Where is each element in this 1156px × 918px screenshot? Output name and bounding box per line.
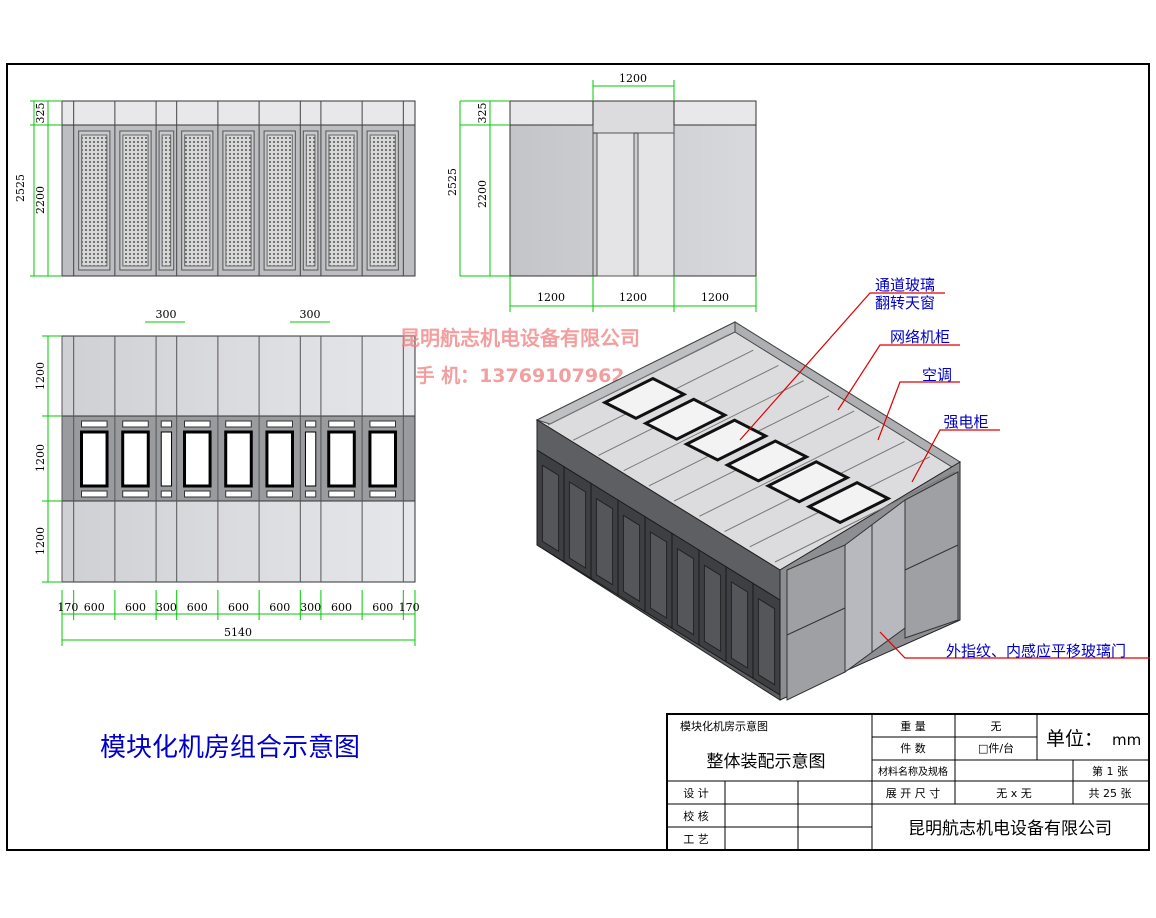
top-left-dim-1: 1200 [34, 362, 47, 390]
tb-check-label: 校 核 [683, 809, 709, 823]
isometric-view [535, 321, 961, 701]
top-bottom-dim: 600 [228, 601, 249, 614]
top-view: 1200 1200 1200 300 300 170 600 600 300 600 60… [34, 308, 420, 646]
top-total-width: 5140 [224, 626, 252, 639]
tb-qty-label: 件 数 [900, 742, 926, 755]
tb-unit-value: mm [1112, 731, 1141, 749]
front-dim-2525: 2525 [14, 174, 27, 202]
side-view: 325 2200 2525 1200 1200 1200 1200 [446, 72, 757, 312]
top-bottom-dim: 600 [125, 601, 146, 614]
tb-drawing-name: 整体装配示意图 [707, 752, 826, 772]
top-dim-300-a: 300 [156, 308, 177, 321]
annotation-skylight-line1: 通道玻璃 [875, 276, 935, 294]
tb-design-label: 设 计 [683, 787, 709, 800]
top-bottom-dim: 300 [300, 601, 321, 614]
tb-qty-value: □件/台 [978, 741, 1014, 755]
side-bottom-dim-2: 1200 [619, 291, 647, 304]
top-bottom-dim: 600 [372, 601, 393, 614]
side-bottom-dim-1: 1200 [537, 291, 565, 304]
title-block [666, 713, 1150, 851]
front-dim-325: 325 [34, 103, 47, 124]
top-dim-300-b: 300 [300, 308, 321, 321]
top-left-dim-3: 1200 [34, 527, 47, 555]
annotation-power-cabinet: 强电柜 [943, 413, 988, 431]
tb-unit-label: 单位： [1046, 728, 1103, 750]
tb-weight-label: 重 量 [900, 719, 926, 733]
tb-weight-value: 无 [991, 720, 1002, 733]
tb-material-label: 材料名称及规格 [878, 765, 948, 778]
side-bottom-dim-3: 1200 [701, 291, 729, 304]
top-left-dim-2: 1200 [34, 444, 47, 472]
top-bottom-dim: 600 [187, 601, 208, 614]
watermark-phone: 手 机：13769107962 [415, 364, 624, 387]
front-dim-2200: 2200 [34, 186, 47, 214]
tb-company: 昆明航志机电设备有限公司 [908, 819, 1112, 839]
top-bottom-dim: 600 [84, 601, 105, 614]
annotation-network-cabinet: 网络机柜 [890, 328, 950, 346]
tb-sheet-total: 共 25 张 [1089, 787, 1132, 800]
watermark-company: 昆明航志机电设备有限公司 [400, 326, 640, 350]
top-bottom-dim: 600 [269, 601, 290, 614]
leader-lines [739, 292, 1150, 659]
tb-unfold-label: 展 开 尺 寸 [886, 786, 941, 800]
annotation-skylight-line2: 翻转天窗 [875, 294, 935, 312]
annotation-air-conditioner: 空调 [922, 366, 952, 384]
top-bottom-dim: 170 [399, 601, 420, 614]
side-top-dim: 1200 [619, 72, 647, 85]
annotation-door: 外指纹、内感应平移玻璃门 [946, 642, 1126, 660]
tb-project-name: 模块化机房示意图 [680, 719, 768, 733]
side-dim-2200: 2200 [476, 180, 489, 208]
top-bottom-dim: 300 [156, 601, 177, 614]
top-bottom-dim: 170 [57, 601, 78, 614]
top-bottom-dim: 600 [331, 601, 352, 614]
tb-sheet-no: 第 1 张 [1092, 764, 1128, 778]
tb-process-label: 工 艺 [683, 833, 709, 846]
front-view: 325 2200 2525 [14, 100, 416, 277]
tb-unfold-value: 无 x 无 [996, 787, 1032, 800]
side-dim-325: 325 [476, 103, 489, 124]
drawing-border [6, 63, 1150, 851]
drawing-title: 模块化机房组合示意图 [100, 733, 360, 763]
side-dim-2525: 2525 [446, 168, 459, 196]
